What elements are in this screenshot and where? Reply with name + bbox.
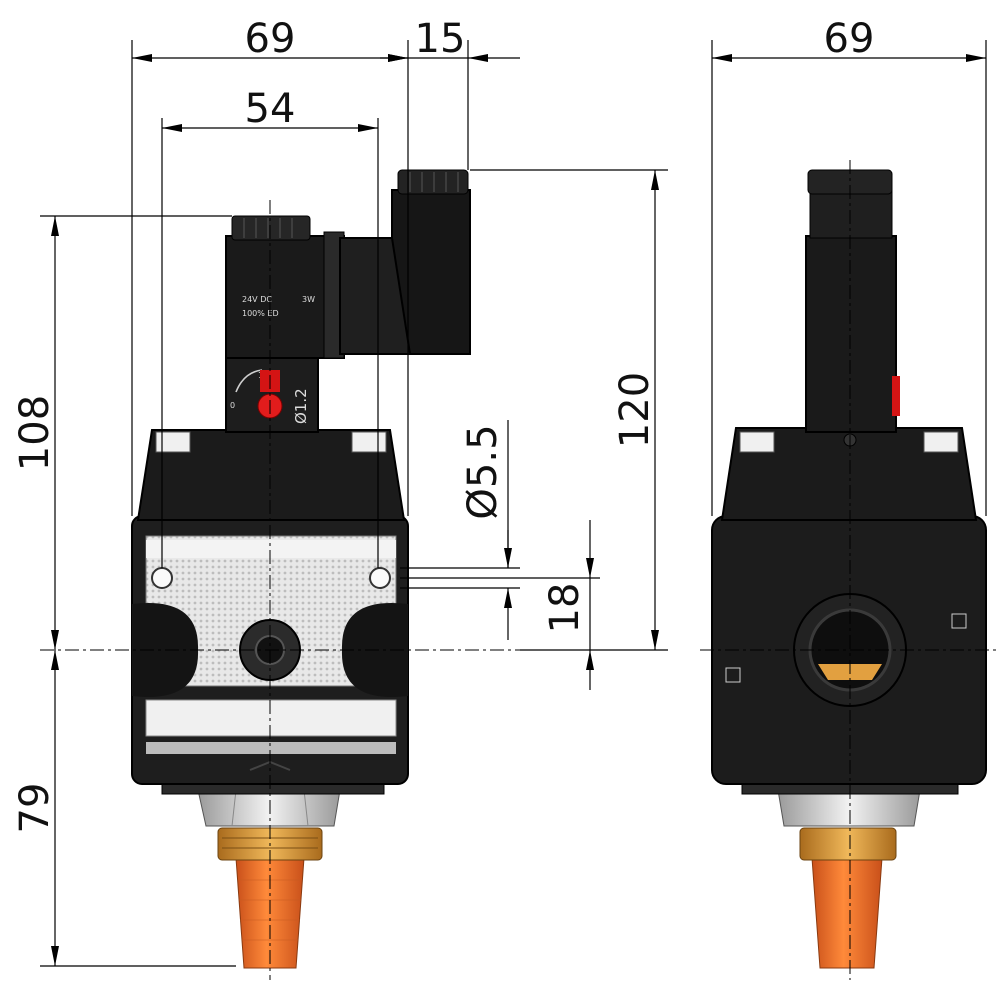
side-coil: [805, 169, 900, 433]
side-cap: [720, 427, 978, 521]
dim-connector-offset: 15: [415, 16, 466, 62]
dim-upper-height: 108: [12, 395, 58, 471]
side-view: [700, 160, 1000, 980]
dim-side-width: 69: [824, 16, 875, 62]
mounting-hole-right: [369, 567, 391, 589]
dim-hole-diameter: Ø5.5: [460, 424, 506, 519]
coil-duty-label: 100% ED: [242, 309, 279, 318]
plug-connector: [339, 169, 471, 355]
body-cap: [136, 429, 406, 521]
mounting-hole-left: [151, 567, 173, 589]
pilot-block: 0 1 Ø1.2: [225, 355, 319, 433]
dim-hole-spacing: 54: [245, 86, 296, 132]
override-zero-label: 0: [230, 401, 235, 410]
dim-front-width: 69: [245, 16, 296, 62]
dim-total-height: 120: [612, 372, 658, 448]
override-code-label: Ø1.2: [292, 388, 310, 424]
coil-nut: [231, 215, 311, 241]
front-view: 0 1 Ø1.2 24V DC 100% ED 3W: [40, 169, 520, 980]
side-silencer: [811, 857, 883, 969]
coil-voltage-label: 24V DC: [242, 295, 272, 304]
coil-power-label: 3W: [302, 295, 315, 304]
hex-nut: [197, 789, 341, 827]
dim-hole-offset: 18: [542, 583, 588, 634]
solenoid-coil: 24V DC 100% ED 3W: [225, 231, 345, 359]
dimensions: 69 15 54 108 79 120 Ø5.5 18 69: [12, 16, 987, 967]
dim-lower-height: 79: [12, 783, 58, 834]
